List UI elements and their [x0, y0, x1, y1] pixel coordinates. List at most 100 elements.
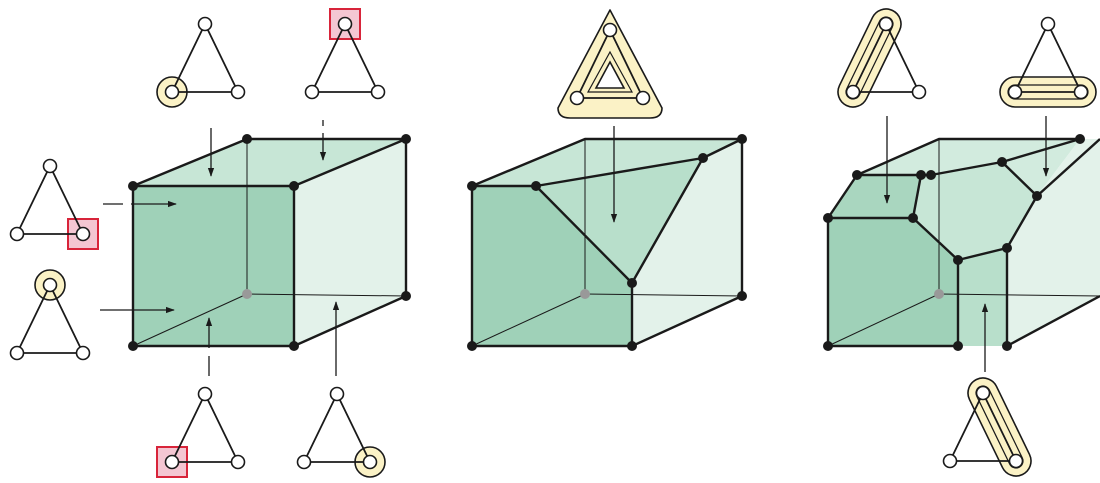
poly3-vertex	[852, 170, 862, 180]
triangle-graph-icon	[837, 8, 927, 108]
poly2-vertex	[737, 291, 747, 301]
cube-hidden-edge	[246, 293, 407, 297]
graph-vertex	[329, 386, 345, 402]
graph-vertex	[569, 90, 585, 106]
poly3-vertex	[926, 170, 936, 180]
cube-panel	[100, 120, 411, 376]
triangle-graph-icon	[9, 269, 91, 361]
poly2-vertex	[627, 278, 637, 288]
graph-vertex	[878, 16, 894, 32]
cube-hidden-edge	[132, 293, 248, 347]
graph-vertex	[230, 84, 246, 100]
graph-vertex	[9, 226, 25, 242]
poly2-hidden-vertex	[580, 289, 590, 299]
triangle-graph-icon	[156, 16, 246, 108]
poly3-vertex	[997, 157, 1007, 167]
graph-vertex	[1073, 84, 1089, 100]
poly2-edges	[470, 186, 634, 348]
poly2-vertex	[531, 181, 541, 191]
poly2-top-face	[472, 139, 742, 186]
cube-vertex	[401, 134, 411, 144]
poly3-edges	[856, 137, 1080, 177]
graph-vertex	[845, 84, 861, 100]
poly2-right-face	[632, 139, 742, 346]
poly2-vertex	[467, 181, 477, 191]
graph-vertex	[164, 454, 180, 470]
poly3-vertex	[1002, 243, 1012, 253]
poly3-edges	[826, 218, 960, 348]
triangle-edges	[171, 23, 239, 93]
graph-vertex	[75, 345, 91, 361]
poly3-hidden-edge	[938, 293, 1100, 297]
graph-vertex	[362, 454, 378, 470]
graph-vertex	[370, 84, 386, 100]
graph-vertex	[602, 22, 618, 38]
poly2-cut-edges	[534, 156, 705, 285]
cube-vertex	[128, 181, 138, 191]
poly2-vertex	[737, 134, 747, 144]
poly2-edges	[702, 137, 743, 160]
cube-vertex	[289, 341, 299, 351]
graph-vertex	[197, 16, 213, 32]
cube-vertex	[128, 341, 138, 351]
poly2-vertex	[698, 153, 708, 163]
triangle-edges	[16, 284, 84, 354]
triangle-edges	[311, 23, 379, 93]
cube-vertex	[289, 181, 299, 191]
cube-right-face	[294, 139, 406, 346]
triangle-graph-icon	[557, 9, 663, 119]
triangle-edges	[949, 392, 1017, 462]
poly3-vertex	[1032, 191, 1042, 201]
triangle-edges	[576, 29, 644, 99]
poly2-cut-face	[536, 158, 703, 283]
poly3-vertex	[823, 341, 833, 351]
graph-vertex	[42, 158, 58, 174]
graph-vertex	[635, 90, 651, 106]
triangle-edges	[303, 393, 371, 463]
triangle-graph-icon	[156, 386, 246, 478]
poly3-vertex	[953, 255, 963, 265]
graph-vertex	[75, 226, 91, 242]
poly3-vertex	[908, 213, 918, 223]
cube-hidden-vertex	[242, 289, 252, 299]
inner-triangle-hole	[594, 60, 626, 89]
graph-vertex	[230, 454, 246, 470]
poly3-vertex	[953, 341, 963, 351]
triangle-graph-icon	[304, 8, 386, 100]
poly2-hidden-edge	[471, 293, 586, 347]
triangle-graph-icon	[296, 386, 386, 478]
graph-vertex	[296, 454, 312, 470]
triangle-edges	[171, 393, 239, 463]
graph-vertex	[1040, 16, 1056, 32]
vertex-square-icon	[329, 8, 361, 40]
poly2-vertex	[627, 341, 637, 351]
poly3-front-right-face	[958, 248, 1007, 346]
poly2-hidden-edge	[584, 293, 743, 297]
triangle-edges	[1014, 23, 1082, 93]
cube-front-face	[133, 186, 294, 346]
truncated-edges-panel	[823, 116, 1100, 372]
poly3-front-face	[828, 218, 958, 346]
poly3-edges	[1036, 138, 1100, 197]
graph-vertex	[9, 345, 25, 361]
triangle-graph-icon	[942, 377, 1032, 477]
poly3-left-top-face	[828, 175, 921, 218]
poly3-edges	[1001, 137, 1081, 164]
poly3-hex-face	[913, 162, 1037, 260]
graph-vertex	[911, 84, 927, 100]
triangle-edges	[16, 165, 84, 235]
triangle-graph-icon	[9, 158, 99, 250]
cube-vertex	[401, 291, 411, 301]
cube-top-face	[133, 139, 406, 186]
poly3-hidden-vertex	[934, 289, 944, 299]
triangle-edges	[852, 23, 920, 93]
graph-vertex	[942, 453, 958, 469]
poly3-vertex	[823, 213, 833, 223]
graph-vertex	[337, 16, 353, 32]
graph-vertex	[304, 84, 320, 100]
poly3-vertex	[1075, 134, 1085, 144]
inner-triangle-outline	[586, 50, 634, 93]
truncated-corner-panel	[467, 126, 747, 351]
